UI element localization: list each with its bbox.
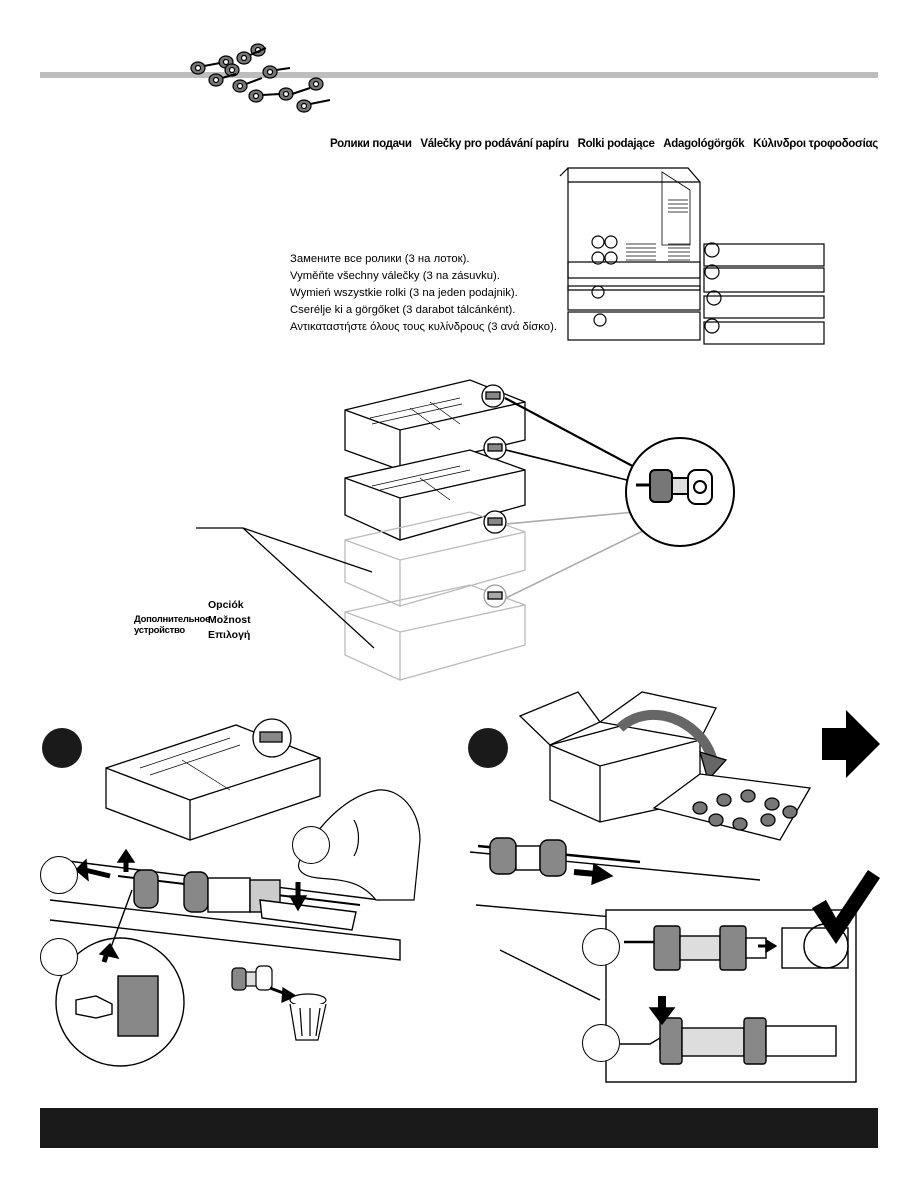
option-label-cs: Možnost <box>208 614 251 626</box>
checkmark-icon <box>812 870 880 944</box>
substep-marker-a <box>40 856 78 894</box>
title-hu: Adagológörgők <box>663 138 745 150</box>
header-rule <box>40 72 878 78</box>
roller-install-detail <box>469 837 857 1083</box>
box-unpacking-icon <box>518 691 812 841</box>
substep-marker-e <box>582 1024 620 1062</box>
substep-marker-c <box>292 826 330 864</box>
footer-bar <box>40 1108 878 1148</box>
option-labels: Opciók Možnost Επιλογή <box>208 598 251 643</box>
tray-stack-illustration <box>196 379 646 681</box>
trash-bin-icon <box>231 965 327 1041</box>
feed-rollers-icon <box>190 43 331 113</box>
substep-marker-b <box>40 938 78 976</box>
instruction-pl: Wymień wszystkie rolki (3 na jeden podaj… <box>290 287 518 299</box>
title-cs: Válečky pro podávání papíru <box>420 138 569 150</box>
step-2-marker <box>468 728 508 768</box>
instruction-cs: Vyměňte všechny válečky (3 na zásuvku). <box>290 270 500 282</box>
title-row: Ролики подачи Válečky pro podávání papír… <box>330 138 878 150</box>
title-pl: Rolki podające <box>577 138 655 150</box>
finger-press-icon <box>297 789 421 901</box>
title-ru: Ролики подачи <box>330 138 412 150</box>
option-label-hu: Opciók <box>208 599 244 611</box>
instructions: Замените все ролики (3 на лоток). Vyměňt… <box>290 251 557 336</box>
roller-magnifier-icon <box>625 437 735 547</box>
step-1-marker <box>42 728 82 768</box>
substep-marker-d <box>582 928 620 966</box>
instruction-ru: Замените все ролики (3 на лоток). <box>290 253 470 265</box>
roller-removal-detail <box>49 848 401 1067</box>
title-el: Κύλινδροι τροφοδοσίας <box>753 138 878 150</box>
tray-step1-illustration <box>105 718 321 841</box>
printer-diagram <box>559 167 825 345</box>
next-arrow-icon <box>822 710 880 778</box>
option-label-el: Επιλογή <box>208 629 251 641</box>
instruction-el: Αντικαταστήστε όλους τους κυλίνδρους (3 … <box>290 321 557 333</box>
instruction-hu: Cserélje ki a görgőket (3 darabot tálcán… <box>290 304 516 316</box>
option-label-ru: Дополнительное устройство <box>134 614 211 636</box>
